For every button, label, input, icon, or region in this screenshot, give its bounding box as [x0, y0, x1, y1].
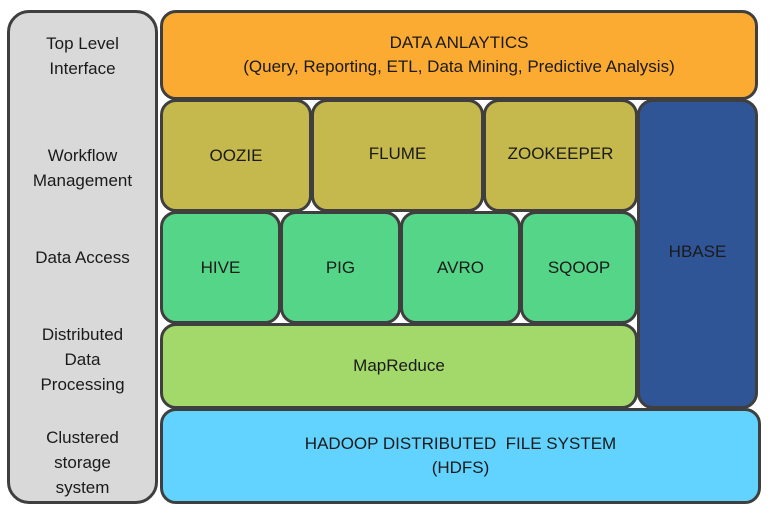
- layer-label-line: Data: [64, 350, 101, 369]
- pig-box: PIG: [280, 211, 401, 324]
- sqoop-box: SQOOP: [520, 211, 638, 324]
- zookeeper-label: ZOOKEEPER: [507, 143, 614, 163]
- data-analytics-title: DATA ANLAYTICS: [389, 33, 529, 52]
- oozie-box: OOZIE: [160, 99, 312, 212]
- data-analytics-box: DATA ANLAYTICS (Query, Reporting, ETL, D…: [160, 10, 758, 100]
- flume-box: FLUME: [311, 99, 484, 212]
- layer-label-clustered-storage-system: Clustered storage system: [7, 425, 158, 500]
- layer-label-line: Top Level: [46, 34, 119, 53]
- pig-label: PIG: [325, 257, 356, 277]
- layer-label-distributed-data-processing: Distributed Data Processing: [7, 322, 158, 397]
- layer-label-data-access: Data Access: [7, 245, 158, 270]
- hdfs-title: HADOOP DISTRIBUTED FILE SYSTEM: [304, 434, 617, 453]
- layer-label-line: Workflow: [47, 146, 118, 165]
- layer-label-top-level-interface: Top Level Interface: [7, 31, 158, 81]
- hbase-box: HBASE: [637, 99, 758, 409]
- layer-label-line: system: [55, 478, 110, 497]
- hive-label: HIVE: [200, 257, 241, 277]
- data-analytics-subtitle: (Query, Reporting, ETL, Data Mining, Pre…: [243, 57, 675, 76]
- hdfs-box: HADOOP DISTRIBUTED FILE SYSTEM (HDFS): [160, 408, 761, 504]
- layer-label-line: Distributed: [41, 325, 124, 344]
- avro-box: AVRO: [400, 211, 521, 324]
- hbase-label: HBASE: [668, 242, 727, 261]
- mapreduce-box: MapReduce: [160, 323, 638, 409]
- layer-label-workflow-management: Workflow Management: [7, 143, 158, 193]
- sqoop-label: SQOOP: [547, 257, 611, 277]
- oozie-label: OOZIE: [209, 145, 263, 165]
- layer-label-line: Processing: [40, 375, 125, 394]
- layer-label-line: Management: [32, 171, 133, 190]
- hdfs-subtitle: (HDFS): [431, 458, 490, 477]
- hive-box: HIVE: [160, 211, 281, 324]
- layer-label-line: storage: [54, 453, 111, 472]
- flume-label: FLUME: [368, 143, 427, 163]
- layer-label-line: Data Access: [35, 248, 130, 267]
- avro-label: AVRO: [437, 257, 484, 277]
- mapreduce-label: MapReduce: [353, 356, 445, 375]
- zookeeper-box: ZOOKEEPER: [483, 99, 638, 212]
- layer-label-line: Clustered: [46, 428, 119, 447]
- layer-labels-panel: [7, 10, 158, 504]
- layer-label-line: Interface: [49, 59, 116, 78]
